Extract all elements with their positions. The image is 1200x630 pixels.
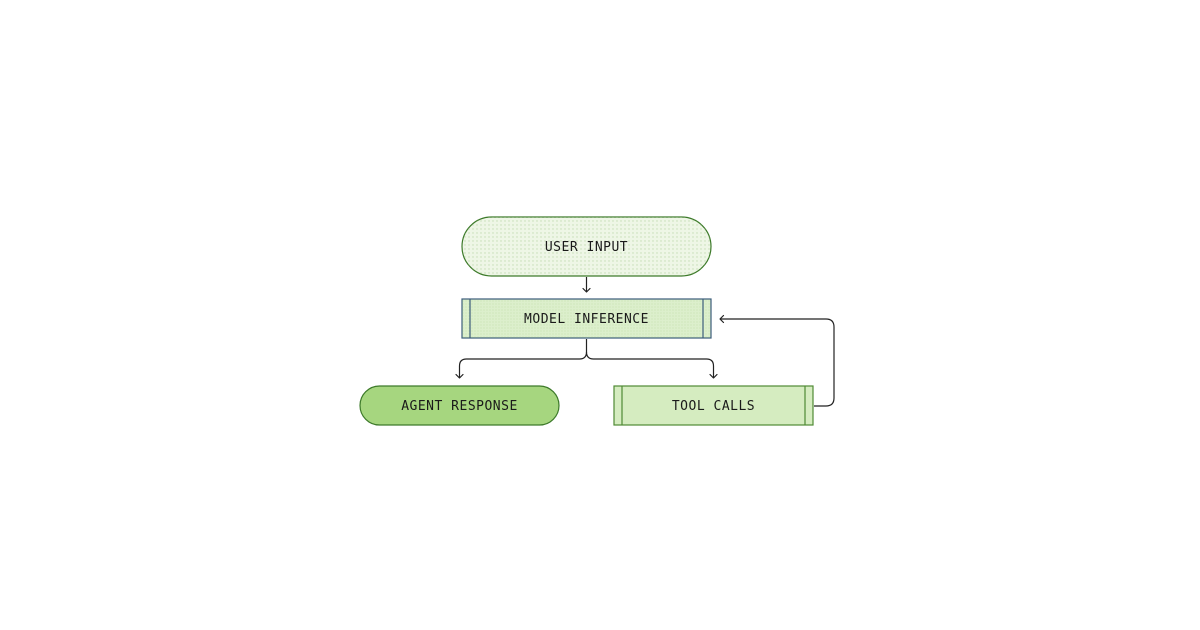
arrowhead-down-icon [709,373,718,379]
agent-response-label: AGENT RESPONSE [401,399,518,414]
model-inference-label: MODEL INFERENCE [524,312,649,327]
model-inference-node: MODEL INFERENCE [461,298,712,339]
model-inference-texture [462,299,711,338]
edge-model-inference-branch [455,339,718,379]
tool-calls-node: TOOL CALLS [613,385,814,426]
connector-loop [720,318,835,407]
user-input-node: USER INPUT [461,216,712,277]
user-input-texture [462,217,711,276]
arrowhead-down-icon [455,373,464,379]
edge-tool-calls-loop [719,314,835,407]
arrowhead-down-icon [582,287,591,293]
arrowhead-left-icon [719,314,725,324]
user-input-label: USER INPUT [545,240,628,255]
agent-response-shape [359,385,560,426]
agent-response-node: AGENT RESPONSE [359,385,560,426]
tool-calls-label: TOOL CALLS [672,399,755,414]
edge-user-input-to-model-inference [582,277,591,293]
connector-branch-right [585,351,715,378]
connector-branch-left [458,339,588,378]
tool-calls-shape [613,385,814,426]
